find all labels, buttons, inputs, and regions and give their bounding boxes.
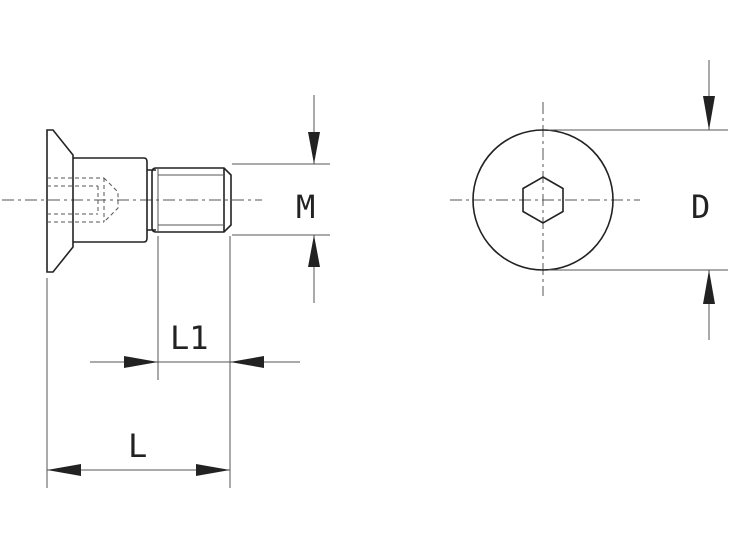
threaded-section [151, 167, 232, 233]
head-circle [472, 129, 614, 271]
l1-arrow-left [124, 356, 158, 368]
l-arrow-left [47, 464, 81, 476]
d-arrow-down [703, 96, 715, 130]
hex-socket [522, 176, 564, 224]
m-arrow-down [308, 132, 320, 164]
m-label: M [296, 188, 315, 226]
l-label: L [128, 427, 147, 465]
l1-label: L1 [170, 319, 209, 357]
hex-socket-hidden [47, 177, 119, 223]
l-arrow-right [196, 464, 230, 476]
d-arrow-up [703, 270, 715, 304]
dimension-m: M [232, 95, 330, 303]
shank-body [73, 157, 148, 243]
dimension-d: D [548, 60, 728, 340]
bolt-end-view [450, 102, 640, 296]
dimension-l1: L1 [90, 236, 300, 488]
countersunk-head [46, 129, 74, 273]
dimension-l: L [46, 278, 230, 488]
l1-arrow-right [230, 356, 264, 368]
m-arrow-up [308, 235, 320, 267]
d-label: D [691, 188, 710, 226]
bolt-side-view [2, 129, 262, 273]
